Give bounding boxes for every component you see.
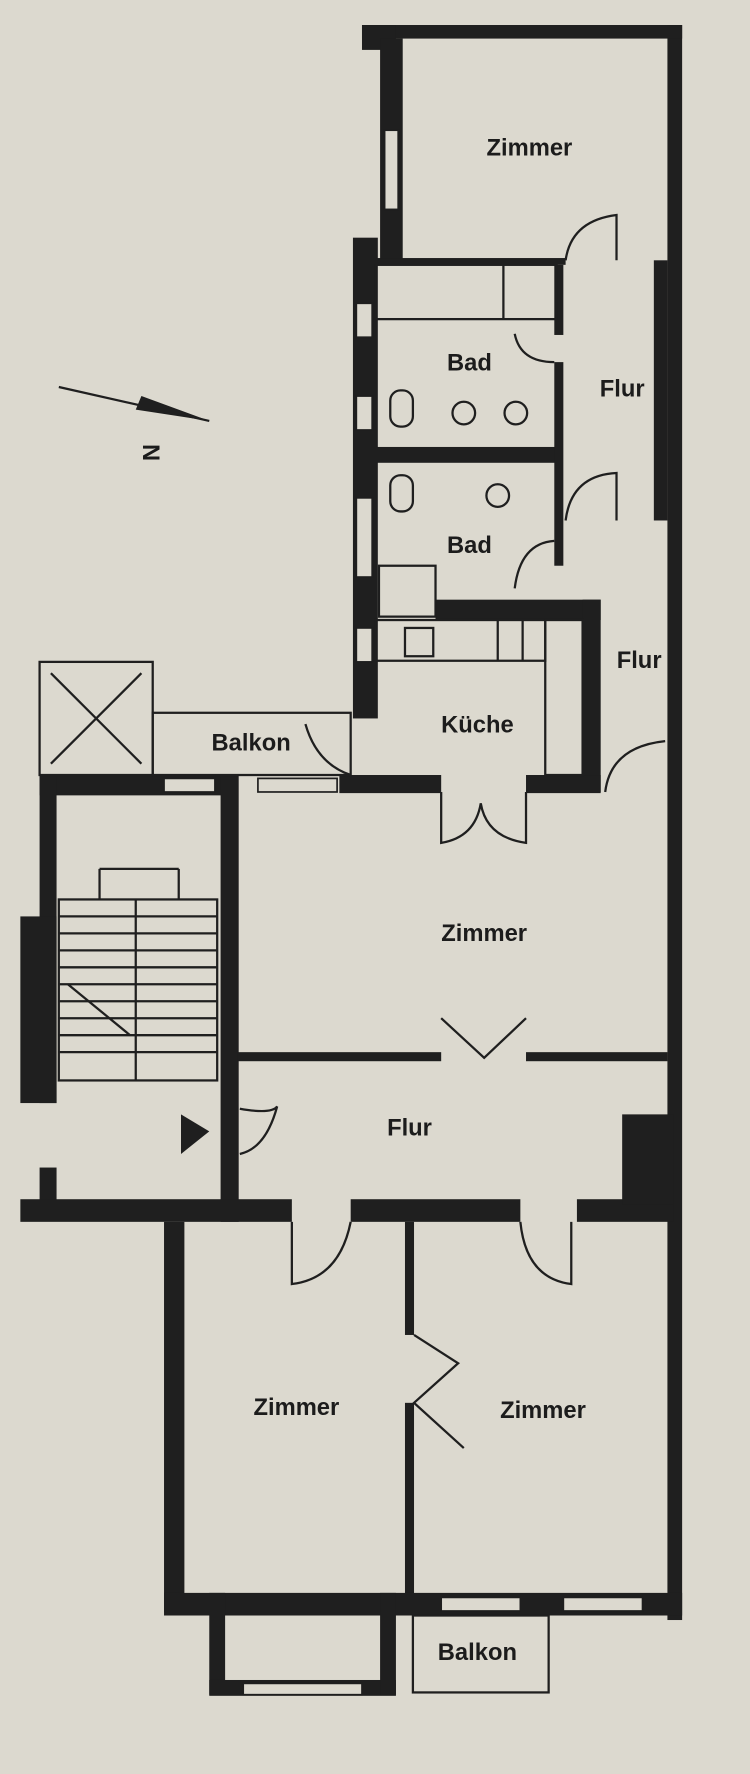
room-label-bad-2: Bad bbox=[447, 532, 492, 559]
room-label-zimmer-top: Zimmer bbox=[487, 135, 573, 162]
room-label-flur-1: Flur bbox=[600, 376, 645, 403]
room-label-balkon-2: Balkon bbox=[438, 1639, 517, 1666]
fixtures-and-doors bbox=[38, 213, 666, 1694]
north-arrow-icon bbox=[58, 385, 210, 423]
room-label-bad-1: Bad bbox=[447, 350, 492, 377]
balcony-right bbox=[411, 1614, 550, 1694]
room-label-kueche: Küche bbox=[441, 712, 514, 739]
room-label-zimmer-bottom-left: Zimmer bbox=[253, 1394, 339, 1421]
north-label: N bbox=[137, 444, 164, 461]
walls bbox=[20, 25, 683, 1696]
entrance-arrow-icon bbox=[180, 1114, 210, 1154]
room-label-flur-2: Flur bbox=[617, 647, 662, 674]
staircase bbox=[57, 898, 219, 1082]
balcony-left bbox=[151, 711, 352, 777]
room-label-flur-main: Flur bbox=[387, 1114, 432, 1141]
room-label-zimmer-mid: Zimmer bbox=[441, 920, 527, 947]
windows bbox=[163, 129, 644, 1696]
room-label-balkon-1: Balkon bbox=[212, 730, 291, 757]
room-label-zimmer-bottom-right: Zimmer bbox=[500, 1397, 586, 1424]
